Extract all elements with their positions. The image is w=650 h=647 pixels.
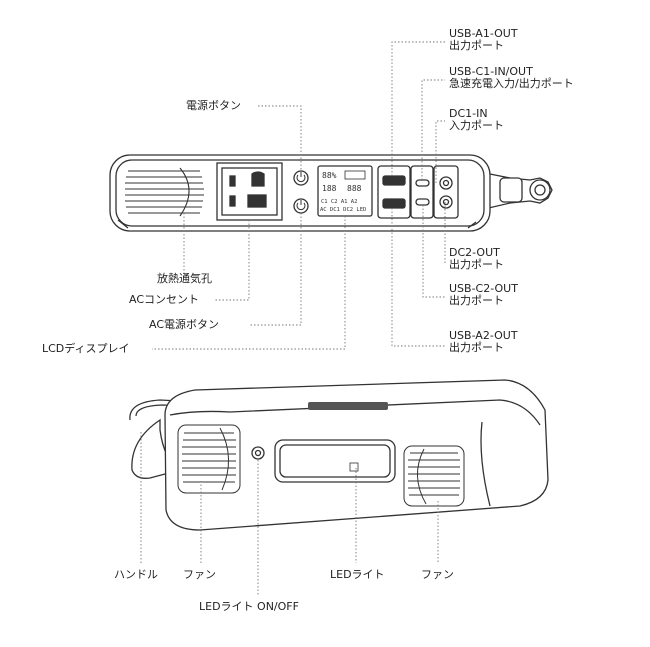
label-usb-a2-sub: 出力ポート [449, 341, 504, 354]
power-button [293, 170, 309, 186]
label-lcd-display: LCDディスプレイ [42, 342, 130, 355]
label-usb-a1-sub: 出力ポート [449, 39, 504, 52]
device-body-top [164, 379, 549, 531]
handle-stub [479, 171, 553, 211]
dc1-port [439, 176, 453, 190]
label-ac-power-button: AC電源ボタン [149, 318, 220, 331]
dc-panel [433, 165, 459, 219]
label-usb-c1: USB-C1-IN/OUT 急速充電入力/出力ポート [449, 66, 574, 90]
label-usb-a2-title: USB-A2-OUT [449, 329, 518, 342]
handle-knob [529, 179, 551, 201]
device-perspective-view [129, 379, 549, 531]
left-fan [177, 424, 241, 494]
lcd-indicators2: AC DC1 DC2 LED [320, 207, 366, 213]
heat-vent [125, 167, 204, 217]
usb-c1-port [415, 179, 430, 187]
label-usb-a1-title: USB-A1-OUT [449, 27, 518, 40]
lcd-row2-right: 888 [347, 184, 362, 193]
label-usb-c2-sub: 出力ポート [449, 294, 504, 307]
label-dc1-title: DC1-IN [449, 107, 488, 120]
label-usb-c2-title: USB-C2-OUT [449, 282, 518, 295]
right-fan [403, 445, 465, 507]
brand-strip [308, 402, 388, 410]
label-usb-c1-sub: 急速充電入力/出力ポート [449, 77, 574, 90]
label-heat-vent: 放熱通気孔 [157, 272, 212, 285]
lcd-indicators: C1 C2 A1 A2 [321, 199, 357, 205]
label-dc2-sub: 出力ポート [449, 258, 504, 271]
led-light-bar [274, 439, 396, 483]
usbc-panel [410, 165, 434, 219]
leader-lines-top [152, 41, 446, 350]
lcd-battery-icon [344, 170, 366, 180]
dc2-port [439, 195, 453, 209]
usb-a2-port [382, 198, 406, 209]
label-handle: ハンドル [114, 568, 158, 581]
handle-connector [499, 177, 523, 203]
usb-a1-port [382, 175, 406, 186]
label-usb-c2: USB-C2-OUT 出力ポート [449, 283, 518, 307]
label-led-switch: LEDライト ON/OFF [199, 600, 299, 613]
label-dc1: DC1-IN 入力ポート [449, 108, 504, 132]
usb-port-panel [377, 165, 411, 219]
lcd-row1: 88% [322, 171, 337, 180]
label-usb-c1-title: USB-C1-IN/OUT [449, 65, 533, 78]
label-dc2: DC2-OUT 出力ポート [449, 247, 504, 271]
label-power-button: 電源ボタン [186, 99, 241, 112]
device-front-view [109, 154, 553, 232]
label-fan-left: ファン [183, 568, 216, 581]
usb-c2-port [415, 198, 430, 206]
label-led-light: LEDライト [330, 568, 385, 581]
label-dc1-sub: 入力ポート [449, 119, 504, 132]
label-fan-right: ファン [421, 568, 454, 581]
led-switch [251, 446, 265, 460]
lcd-row2-left: 188 [322, 184, 337, 193]
label-dc2-title: DC2-OUT [449, 246, 500, 259]
label-usb-a2: USB-A2-OUT 出力ポート [449, 330, 518, 354]
ac-outlet [216, 162, 283, 221]
label-ac-outlet: ACコンセント [129, 293, 200, 306]
lcd-contents: 88% 188 888 C1 C2 A1 A2 AC DC1 DC2 LED [320, 170, 366, 213]
leader-lines-bottom [140, 432, 439, 595]
label-usb-a1: USB-A1-OUT 出力ポート [449, 28, 518, 52]
